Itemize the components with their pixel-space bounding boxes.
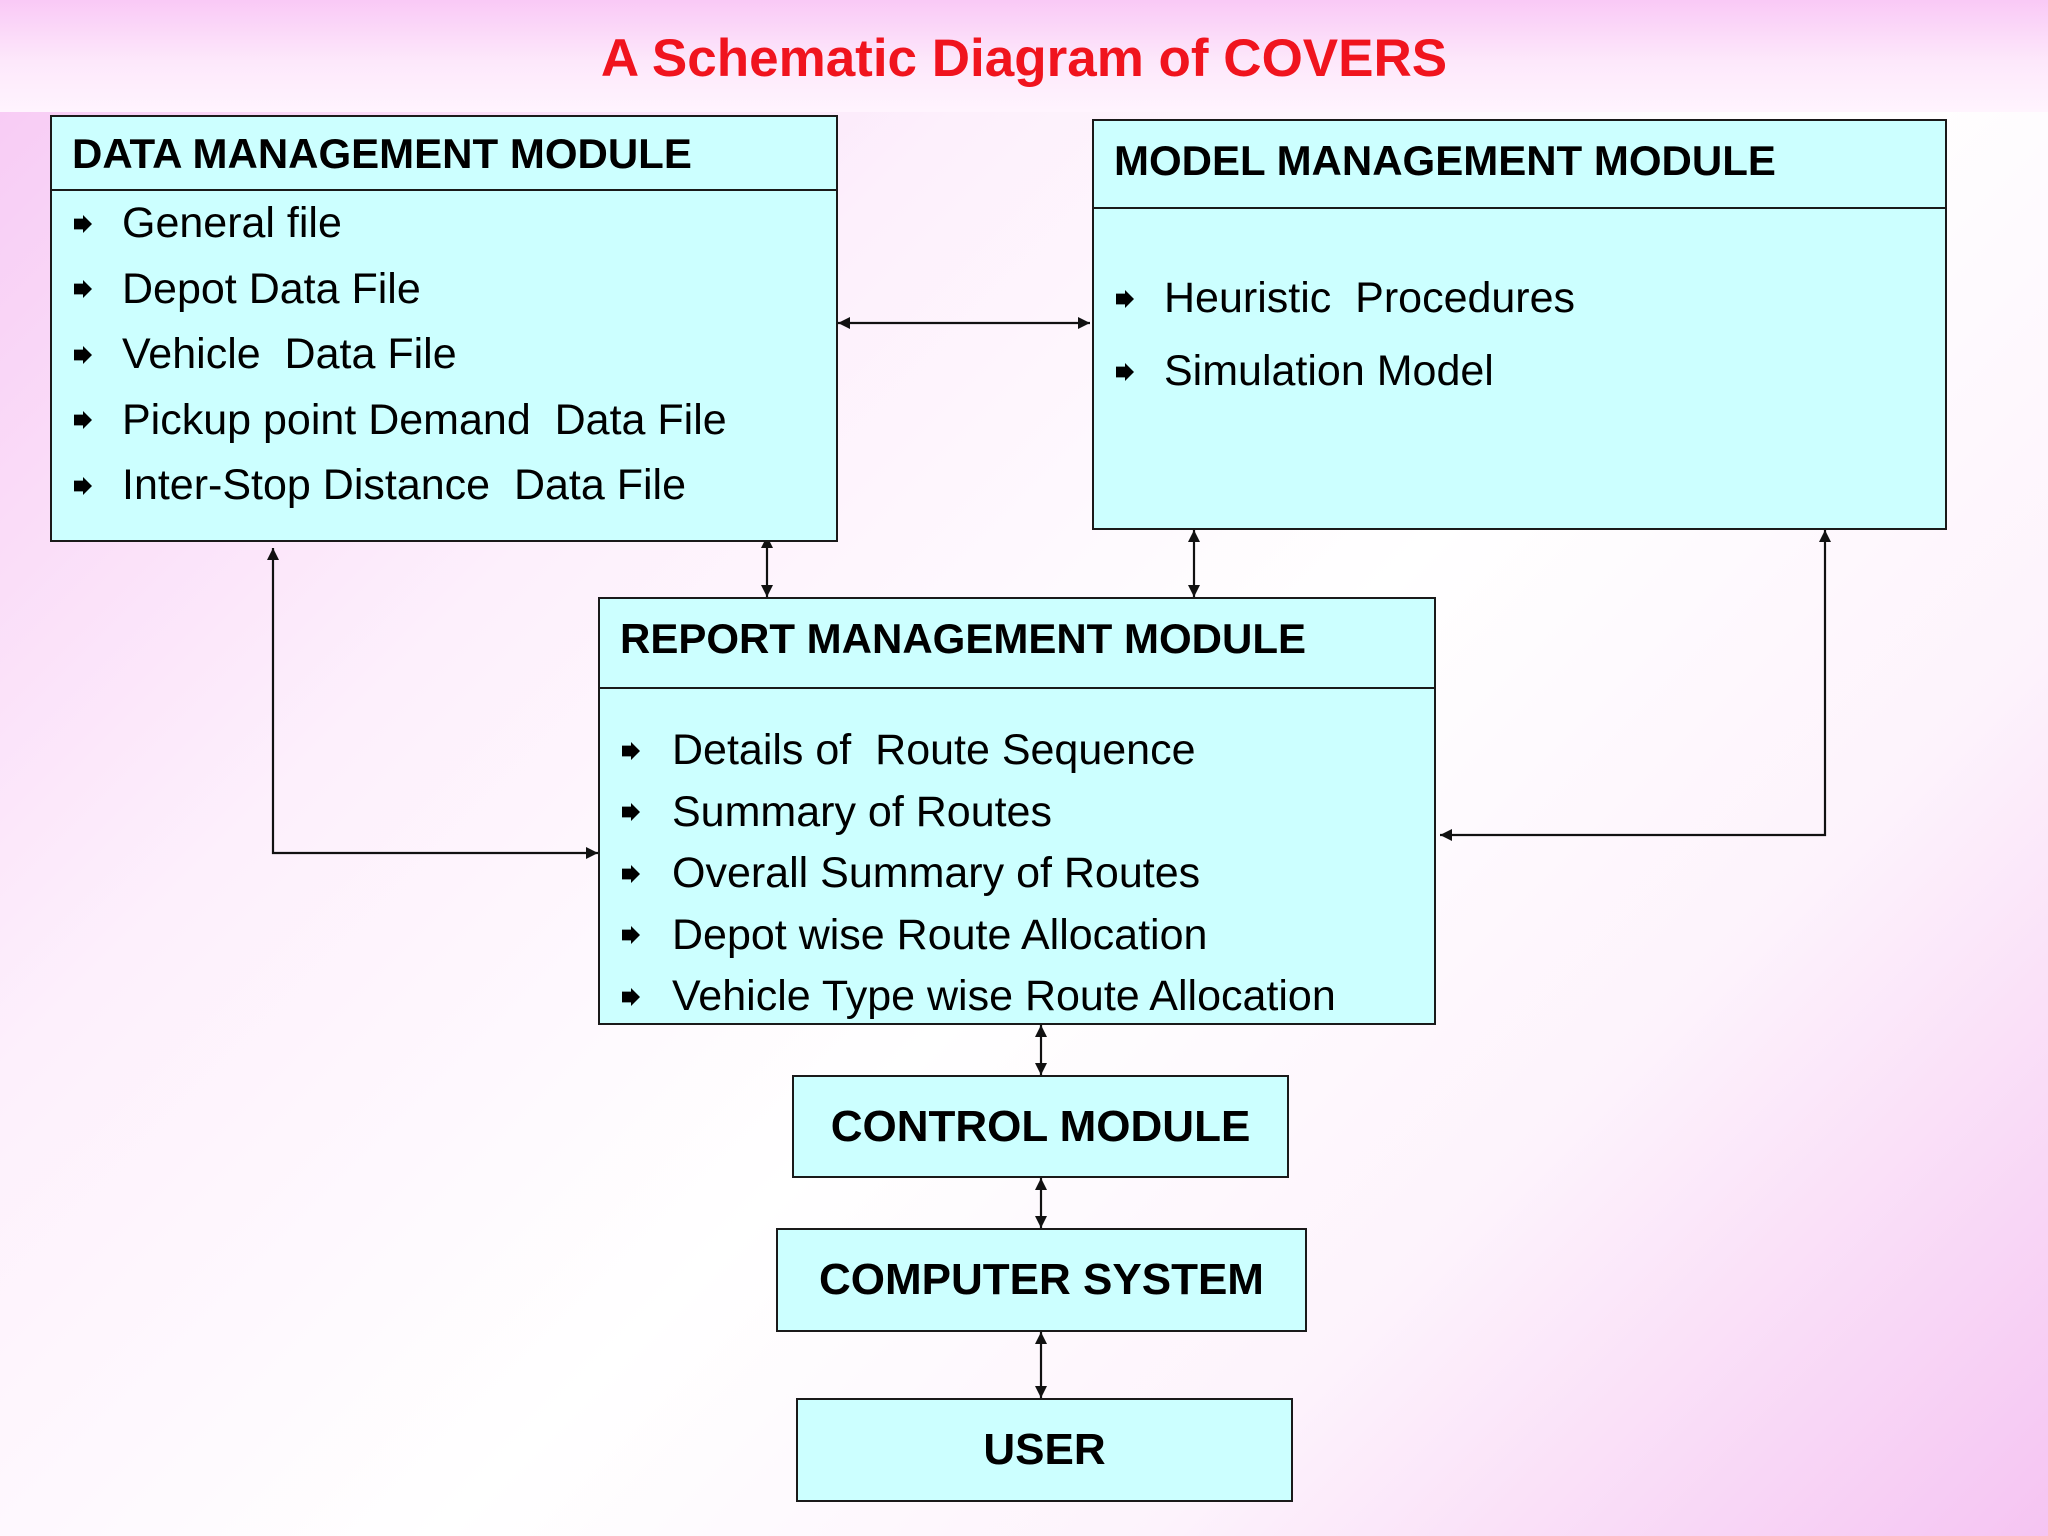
arrow-bullet-icon [74,214,92,233]
list-item: Depot Data File [52,257,836,323]
title-band [0,0,2048,112]
connector-report-to-model [1440,530,1831,841]
list-item: Vehicle Type wise Route Allocation [600,966,1434,1028]
arrow-bullet-icon [74,280,92,299]
data-module-title: DATA MANAGEMENT MODULE [52,117,836,191]
arrow-bullet-icon [1116,362,1134,381]
list-item: Inter-Stop Distance Data File [52,453,836,519]
computer-system-label: COMPUTER SYSTEM [819,1255,1264,1304]
report-module-title: REPORT MANAGEMENT MODULE [600,599,1434,689]
diagram-title: A Schematic Diagram of COVERS [600,29,1448,88]
list-item: Summary of Routes [600,782,1434,844]
list-item: Overall Summary of Routes [600,843,1434,905]
data-management-module: DATA MANAGEMENT MODULE General file Depo… [50,115,838,542]
model-management-module: MODEL MANAGEMENT MODULE Heuristic Proced… [1092,119,1947,530]
list-item: Vehicle Data File [52,322,836,388]
model-module-title: MODEL MANAGEMENT MODULE [1094,121,1945,209]
report-module-items: Details of Route Sequence Summary of Rou… [600,720,1434,1028]
list-item: Pickup point Demand Data File [52,388,836,454]
arrow-bullet-icon [74,476,92,495]
arrow-bullet-icon [74,345,92,364]
list-item: Simulation Model [1094,335,1945,408]
arrow-bullet-icon [622,741,640,760]
control-module-label: CONTROL MODULE [830,1101,1251,1151]
control-module: CONTROL MODULE [792,1075,1289,1178]
model-module-items: Heuristic Procedures Simulation Model [1094,262,1945,408]
user-box: USER [796,1398,1293,1502]
computer-system: COMPUTER SYSTEM [776,1228,1307,1332]
arrow-bullet-icon [622,803,640,822]
list-item: Heuristic Procedures [1094,262,1945,335]
list-item: Details of Route Sequence [600,720,1434,782]
data-module-items: General file Depot Data File Vehicle Dat… [52,191,836,519]
arrow-bullet-icon [74,411,92,430]
arrow-bullet-icon [622,926,640,945]
report-management-module: REPORT MANAGEMENT MODULE Details of Rout… [598,597,1436,1025]
user-label: USER [983,1425,1106,1474]
list-item: General file [52,191,836,257]
arrow-bullet-icon [1116,289,1134,308]
arrow-bullet-icon [622,987,640,1006]
arrow-bullet-icon [622,864,640,883]
connector-report-to-data [267,548,598,859]
list-item: Depot wise Route Allocation [600,905,1434,967]
